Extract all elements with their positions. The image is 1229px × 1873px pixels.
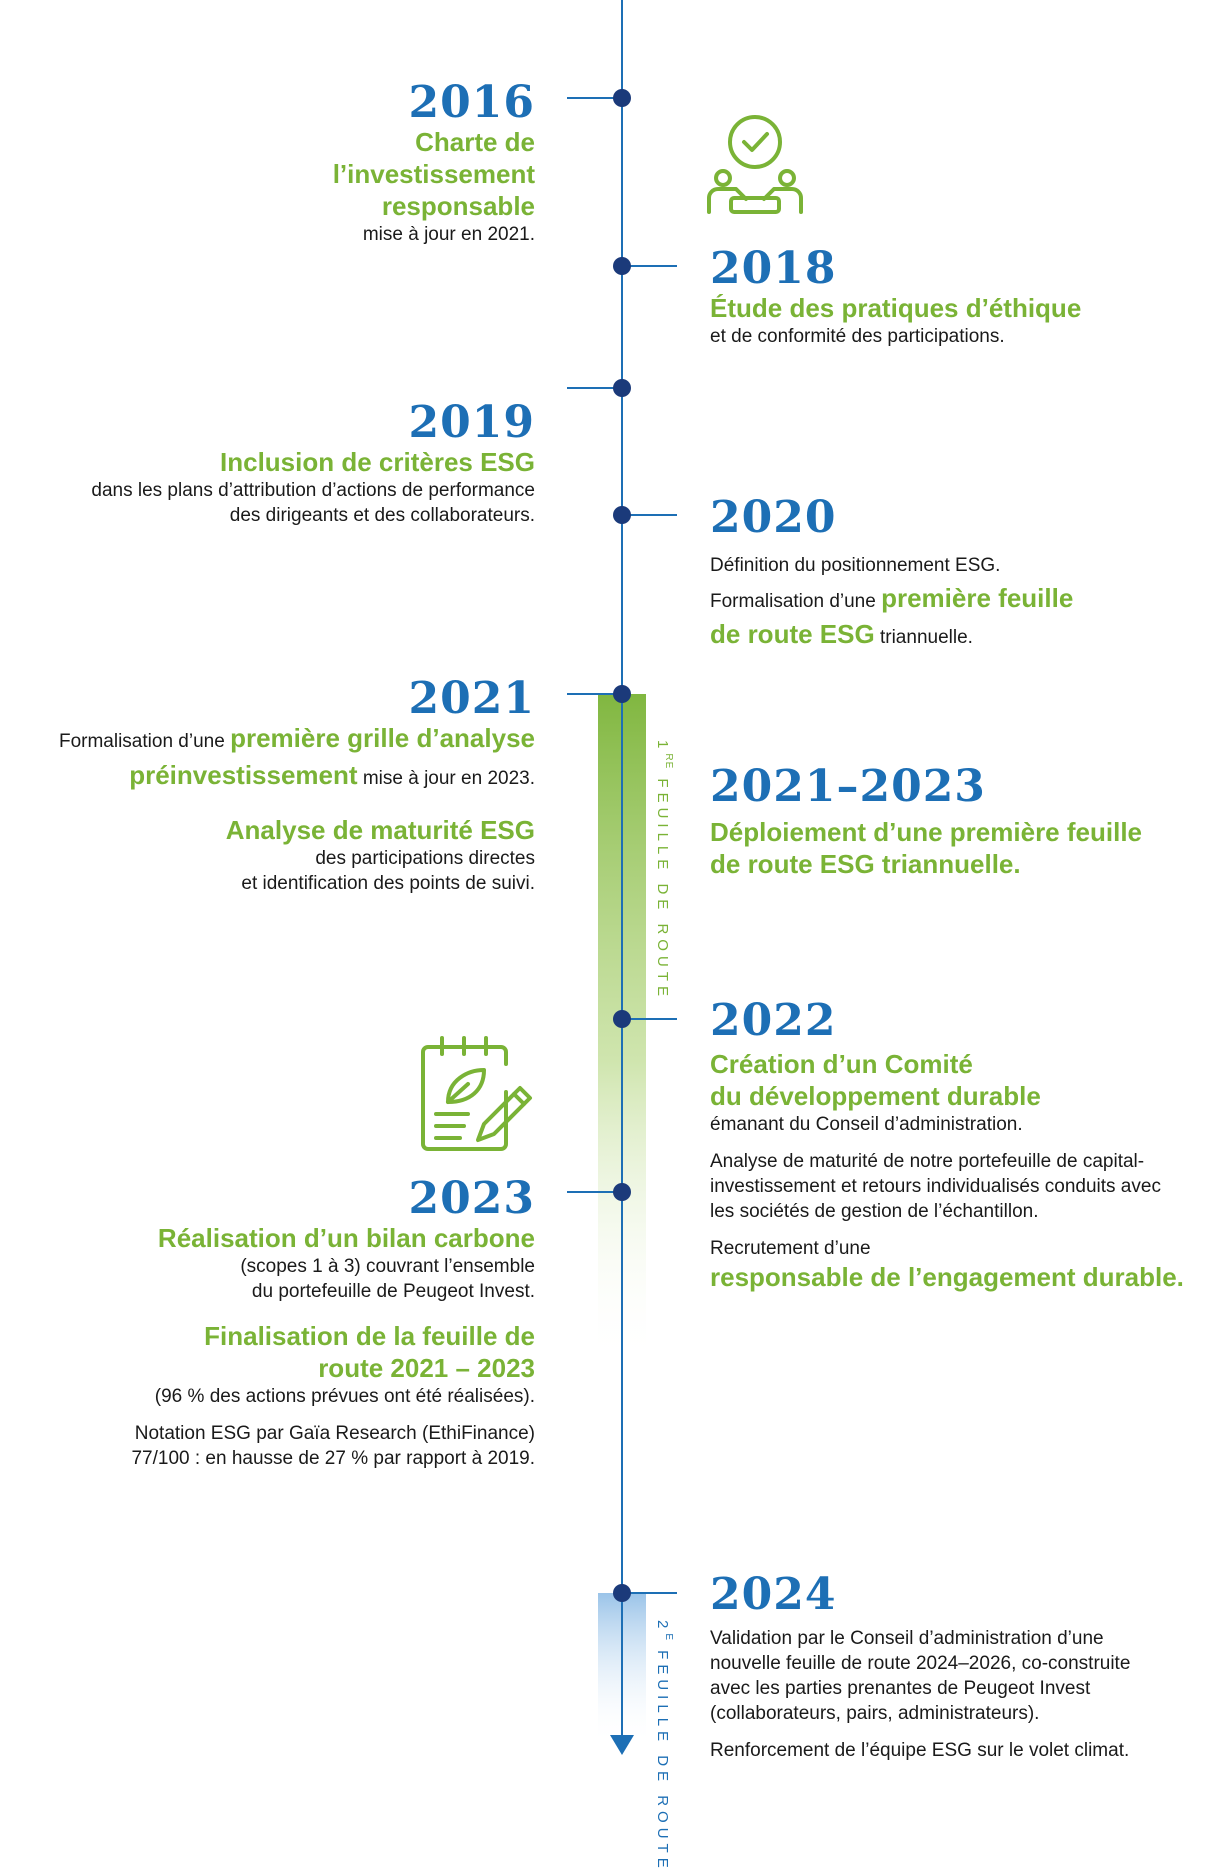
- timeline-dot-2024: [613, 1584, 631, 1602]
- handshake-check-icon: [707, 115, 803, 214]
- timeline-dot-2021: [613, 685, 631, 703]
- text-2024-line5: Renforcement de l’équipe ESG sur le vole…: [710, 1740, 1130, 1761]
- text-2024-line1: Validation par le Conseil d’administrati…: [710, 1628, 1104, 1649]
- text-2020-line1: Définition du positionnement ESG.: [710, 555, 1001, 576]
- text-2024-line3: avec les parties prenantes de Peugeot In…: [710, 1678, 1091, 1699]
- year-2024: 2024: [710, 1569, 837, 1620]
- year-2022: 2022: [710, 995, 837, 1046]
- event-2022: 2022 Création d’un Comité du développeme…: [710, 998, 1225, 1293]
- title-2023-finalisation-line1: Finalisation de la feuille de: [204, 1321, 535, 1351]
- event-2020: 2020 Définition du positionnement ESG. F…: [710, 495, 1210, 654]
- title-2022-responsable: responsable de l’engagement durable.: [710, 1262, 1184, 1292]
- text-2016: mise à jour en 2021.: [362, 224, 535, 245]
- text-2022-line1: émanant du Conseil d’administration.: [710, 1114, 1023, 1135]
- band-2-label: 2E FEUILLE DE ROUTE: [654, 1620, 674, 1873]
- text-2023-finalisation: (96 % des actions prévues ont été réalis…: [154, 1386, 535, 1407]
- year-2021-2023: 2021–2023: [710, 761, 986, 812]
- title-2018: Étude des pratiques d’éthique: [710, 293, 1082, 323]
- event-2024: 2024 Validation par le Conseil d’adminis…: [710, 1572, 1225, 1763]
- text-2021-maturite-line1: des participations directes: [315, 848, 535, 869]
- text-2024-line4: (collaborateurs, pairs, administrateurs)…: [710, 1703, 1040, 1724]
- title-2019: Inclusion de critères ESG: [220, 447, 535, 477]
- timeline-dot-2019: [613, 379, 631, 397]
- event-2023: 2023 Réalisation d’un bilan carbone (sco…: [0, 1176, 535, 1471]
- title-2021-maturite: Analyse de maturité ESG: [225, 815, 535, 845]
- timeline-dot-2023: [613, 1183, 631, 1201]
- event-2021-2023: 2021–2023 Déploiement d’une première feu…: [710, 764, 1220, 880]
- year-2016: 2016: [408, 77, 535, 128]
- timeline-dot-2018: [613, 257, 631, 275]
- text-2024-line2: nouvelle feuille de route 2024–2026, co-…: [710, 1653, 1131, 1674]
- year-2021: 2021: [408, 673, 535, 724]
- title-2023-finalisation-line2: route 2021 – 2023: [318, 1353, 535, 1383]
- title-2022-line1: Création d’un Comité: [710, 1049, 973, 1079]
- text-2019-line1: dans les plans d’attribution d’actions d…: [91, 480, 535, 501]
- title-2023-bilan: Réalisation d’un bilan carbone: [157, 1223, 535, 1253]
- text-2023-bilan-line2: du portefeuille de Peugeot Invest.: [251, 1281, 535, 1302]
- text-2022-p2-line3: les sociétés de gestion de l’échantillon…: [710, 1201, 1039, 1222]
- title-2016: Charte de l’investissement responsable: [332, 127, 535, 221]
- text-2023-notation-line1: Notation ESG par Gaïa Research (EthiFina…: [134, 1423, 535, 1444]
- event-2019: 2019 Inclusion de critères ESG dans les …: [0, 400, 535, 528]
- year-2023: 2023: [408, 1173, 535, 1224]
- title-2022-line2: du développement durable: [710, 1081, 1041, 1111]
- timeline-dot-2016: [613, 89, 631, 107]
- event-2016: 2016 Charte de l’investissement responsa…: [15, 80, 535, 247]
- year-2019: 2019: [408, 397, 535, 448]
- notepad-leaf-pencil-icon: [421, 1036, 532, 1151]
- text-2021: Formalisation d’une première grille d’an…: [58, 723, 535, 790]
- event-2018: 2018 Étude des pratiques d’éthique et de…: [710, 246, 1210, 349]
- text-2021-maturite-line2: et identification des points de suivi.: [241, 873, 535, 894]
- text-2019-line2: des dirigeants et des collaborateurs.: [229, 505, 535, 526]
- year-2018: 2018: [710, 243, 837, 294]
- text-2022-p2-line2: investissement et retours individualisés…: [710, 1176, 1161, 1197]
- timeline-graphic: [567, 0, 677, 1755]
- text-2023-bilan-line1: (scopes 1 à 3) couvrant l’ensemble: [240, 1256, 535, 1277]
- text-2020-line2: Formalisation d’une première feuille de …: [710, 583, 1074, 649]
- timeline-arrow: [610, 1735, 634, 1755]
- timeline-dot-2022: [613, 1010, 631, 1028]
- text-2023-notation-line2: 77/100 : en hausse de 27 % par rapport à…: [131, 1448, 535, 1469]
- title-2021-2023-line1: Déploiement d’une première feuille: [710, 817, 1142, 847]
- event-2021: 2021 Formalisation d’une première grille…: [0, 676, 535, 896]
- band-1-label: 1RE FEUILLE DE ROUTE: [654, 740, 674, 1001]
- text-2022-p2-line1: Analyse de maturité de notre portefeuill…: [710, 1151, 1145, 1172]
- text-2018: et de conformité des participations.: [710, 326, 1005, 347]
- text-2022-p3: Recrutement d’une: [710, 1238, 871, 1259]
- timeline-dot-2020: [613, 506, 631, 524]
- title-2021-2023-line2: de route ESG triannuelle.: [710, 849, 1021, 879]
- year-2020: 2020: [710, 492, 837, 543]
